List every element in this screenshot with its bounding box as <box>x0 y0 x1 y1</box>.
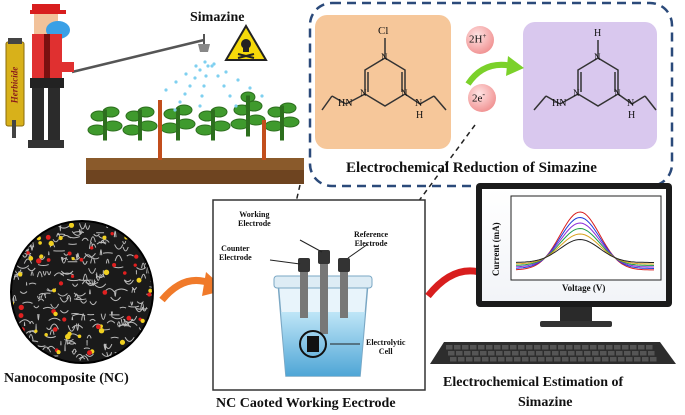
product-ring-n: N <box>594 52 601 62</box>
simazine-label: Simazine <box>190 10 245 25</box>
cv-curve <box>515 238 654 263</box>
product-ring-n: N <box>614 88 621 98</box>
plot-area <box>510 195 662 281</box>
hazard-icon <box>224 24 268 61</box>
cv-curve <box>515 227 655 266</box>
product-h2: H <box>628 110 636 121</box>
cv-curve <box>515 216 655 269</box>
reduction-panel-border <box>308 1 674 188</box>
product-structure <box>533 40 657 111</box>
reactant-h: H <box>416 110 424 121</box>
reactant-ring-n: N <box>381 52 388 62</box>
herbicide-label: Herbicide <box>9 66 20 104</box>
plot-xlabel: Voltage (V) <box>562 283 606 293</box>
cell-caption: NC Caoted Working Eectrode <box>216 396 396 411</box>
estimation-caption-line1: Electrochemical Estimation of <box>443 375 624 390</box>
product-ring-n: N <box>573 88 580 98</box>
reactant-n: N <box>415 98 423 109</box>
electron-bubble <box>468 84 496 112</box>
farmer-icon <box>5 4 74 148</box>
spray-mist <box>164 60 264 112</box>
hplus-text: 2H+ <box>469 32 487 46</box>
reactant-ring-n: N <box>401 88 408 98</box>
reduction-arrow <box>465 61 513 86</box>
product-hn: HN <box>552 98 567 109</box>
electrochemical-cell <box>269 239 373 377</box>
nanocomposite-caption: Nanocomposite (NC) <box>4 371 129 386</box>
reactant-box <box>315 15 451 149</box>
hplus-bubble <box>466 26 494 54</box>
reduction-title: Electrochemical Reduction of Simazine <box>346 160 597 176</box>
product-n: N <box>627 98 635 109</box>
farm-scene <box>5 4 304 184</box>
product-h: H <box>594 28 602 39</box>
reactant-ring-n: N <box>360 88 367 98</box>
cv-curve <box>516 233 654 265</box>
nanocomposite-image <box>10 220 154 364</box>
reactant-structure <box>321 38 447 111</box>
cv-curve <box>515 222 655 268</box>
cv-curves <box>515 211 655 271</box>
crop-plants <box>87 91 300 141</box>
product-box <box>523 22 657 149</box>
electron-text: 2e- <box>472 90 486 105</box>
plot-ylabel: Current (mA) <box>491 222 501 276</box>
reactant-cl: Cl <box>378 25 389 37</box>
reactant-hn: HN <box>338 98 353 109</box>
cv-curve <box>515 211 654 271</box>
estimation-caption-line2: Simazine <box>518 395 573 410</box>
